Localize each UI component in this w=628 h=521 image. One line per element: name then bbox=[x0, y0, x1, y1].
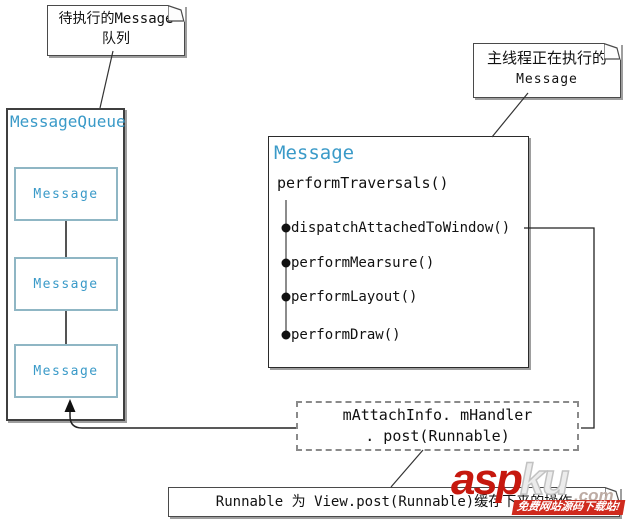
note-pending-line1: 待执行的Message bbox=[58, 11, 174, 27]
note-executing-line2: Message bbox=[516, 72, 578, 87]
queue-message-box-2: Message bbox=[14, 257, 118, 311]
call-perform-measure: performMearsure() bbox=[291, 255, 435, 271]
folded-corner-icon bbox=[604, 43, 621, 60]
call-perform-draw: performDraw() bbox=[291, 327, 401, 343]
call-perform-layout: performLayout() bbox=[291, 289, 418, 305]
queue-message-box-3: Message bbox=[14, 344, 118, 398]
anchor-line-runnable-note bbox=[390, 449, 424, 488]
line-dispatch-to-handler bbox=[524, 227, 595, 429]
message-detail-box bbox=[268, 136, 529, 368]
folded-corner-icon bbox=[605, 487, 620, 502]
handler-post-box: mAttachInfo. mHandler . post(Runnable) bbox=[296, 401, 579, 451]
handler-line1: mAttachInfo. mHandler bbox=[342, 406, 533, 424]
perform-traversals-label: performTraversals() bbox=[277, 174, 449, 192]
note-executing-message: 主线程正在执行的 Message bbox=[473, 43, 621, 98]
anchor-line-pending-note bbox=[99, 50, 114, 109]
queue-message-label-3: Message bbox=[33, 363, 99, 379]
message-detail-title: Message bbox=[274, 142, 355, 164]
call-dispatch-attached-to-window: dispatchAttachedToWindow() bbox=[291, 220, 511, 236]
note-executing-line1: 主线程正在执行的 bbox=[486, 49, 607, 67]
handler-line2: . post(Runnable) bbox=[365, 427, 510, 445]
note-pending-queue: 待执行的Message 队列 bbox=[47, 5, 185, 56]
queue-message-label-2: Message bbox=[33, 276, 99, 292]
queue-message-label-1: Message bbox=[33, 186, 99, 202]
anchor-line-executing-note bbox=[491, 92, 529, 138]
queue-message-box-1: Message bbox=[14, 167, 118, 221]
note-pending-line2: 队列 bbox=[102, 31, 130, 47]
folded-corner-icon bbox=[168, 5, 185, 22]
messagequeue-title: MessageQueue bbox=[10, 112, 126, 131]
note-runnable-caption: Runnable 为 View.post(Runnable)缓存下来的操作 bbox=[168, 487, 620, 517]
note-runnable-text: Runnable 为 View.post(Runnable)缓存下来的操作 bbox=[215, 494, 573, 510]
